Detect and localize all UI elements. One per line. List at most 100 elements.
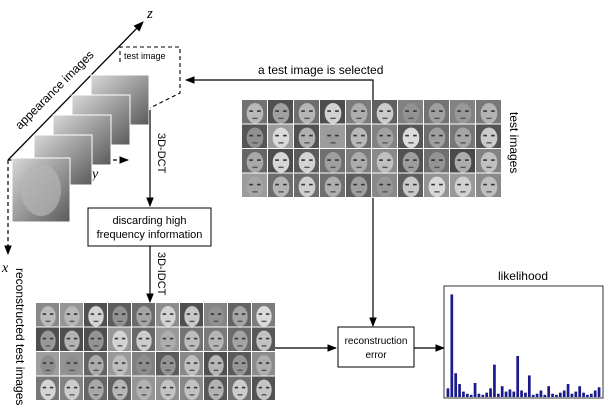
face-thumbnail: [108, 376, 131, 401]
face-thumbnail: [228, 327, 251, 352]
likelihood-bar: [582, 392, 585, 397]
test-image-label: test image: [124, 51, 166, 61]
face-thumbnail: [228, 352, 251, 376]
likelihood-bar: [485, 392, 489, 397]
likelihood-bar: [504, 391, 508, 397]
face-thumbnail: [450, 100, 475, 124]
face-thumbnail: [320, 173, 345, 198]
face-thumbnail: [108, 303, 131, 327]
likelihood-bar: [555, 394, 558, 397]
face-thumbnail: [268, 149, 293, 173]
face-thumbnail: [450, 149, 475, 173]
face-thumbnail: [398, 124, 423, 149]
likelihood-bar: [562, 390, 566, 397]
face-thumbnail: [320, 149, 345, 173]
likelihood-bar: [543, 394, 547, 397]
discard-line-1: discarding high: [113, 215, 187, 227]
face-thumbnail: [268, 124, 293, 149]
face-thumbnail: [84, 327, 107, 352]
face-thumbnail: [204, 303, 227, 327]
face-thumbnail: [252, 327, 275, 352]
face-thumbnail: [60, 303, 83, 327]
face-thumbnail: [204, 327, 227, 352]
likelihood-bar: [547, 386, 551, 397]
face-thumbnail: [60, 352, 83, 376]
appearance-image-stack: [11, 74, 150, 223]
likelihood-bar: [473, 382, 477, 397]
likelihood-bar: [516, 355, 520, 397]
face-thumbnail: [424, 100, 449, 124]
likelihood-bar: [551, 393, 554, 397]
face-shape: [21, 164, 61, 216]
likelihood-bar: [535, 393, 539, 397]
face-thumbnail: [108, 352, 131, 376]
face-thumbnail: [180, 376, 203, 401]
face-thumbnail: [156, 327, 179, 352]
y-axis-label: y: [90, 167, 99, 182]
discard-line-2: frequency information: [97, 229, 203, 241]
likelihood-bar: [524, 392, 527, 397]
likelihood-bar: [454, 373, 458, 397]
likelihood-bars: [446, 294, 601, 397]
likelihood-bar: [446, 388, 450, 397]
recon-line-2: error: [365, 350, 387, 361]
face-thumbnail: [294, 173, 319, 198]
test-images-label: test images: [507, 112, 521, 173]
face-thumbnail: [450, 173, 475, 198]
x-axis-label: x: [1, 261, 9, 276]
likelihood-bar: [570, 393, 574, 397]
likelihood-bar: [489, 388, 492, 397]
face-thumbnail: [476, 100, 501, 124]
face-thumbnail: [294, 149, 319, 173]
face-thumbnail: [132, 352, 155, 376]
z-axis-label: z: [146, 6, 153, 22]
face-thumbnail: [180, 303, 203, 327]
face-thumbnail: [476, 124, 501, 149]
face-thumbnail: [84, 303, 107, 327]
likelihood-bar: [512, 391, 516, 397]
face-thumbnail: [252, 303, 275, 327]
face-thumbnail: [84, 352, 107, 376]
face-thumbnail: [36, 303, 59, 327]
face-thumbnail: [156, 376, 179, 401]
z-axis: [7, 21, 144, 161]
discard-box: [87, 207, 212, 247]
reconstruction-error-box: [337, 326, 415, 368]
selected-label: a test image is selected: [258, 63, 383, 77]
face-thumbnail: [228, 303, 251, 327]
face-thumbnail: [398, 100, 423, 124]
likelihood-bar: [496, 393, 500, 397]
face-thumbnail: [242, 124, 267, 149]
face-thumbnail: [180, 327, 203, 352]
face-thumbnail: [398, 149, 423, 173]
recon-line-1: reconstruction: [345, 336, 408, 347]
likelihood-bar: [593, 390, 597, 397]
face-thumbnail: [294, 100, 319, 124]
likelihood-bar: [508, 389, 512, 397]
test-images-grid: [242, 100, 501, 198]
face-thumbnail: [252, 376, 275, 401]
likelihood-bar: [462, 391, 465, 397]
face-thumbnail: [320, 100, 345, 124]
face-thumbnail: [36, 376, 59, 401]
likelihood-bar: [465, 393, 469, 397]
face-thumbnail: [242, 173, 267, 198]
face-thumbnail: [372, 149, 397, 173]
face-thumbnail: [252, 352, 275, 376]
face-thumbnail: [424, 149, 449, 173]
test-image-dashed-frame: [119, 46, 181, 109]
face-thumbnail: [372, 100, 397, 124]
face-thumbnail: [242, 100, 267, 124]
face-thumbnail: [268, 100, 293, 124]
face-thumbnail: [108, 327, 131, 352]
face-thumbnail: [60, 327, 83, 352]
likelihood-bar: [520, 390, 523, 397]
likelihood-bar: [458, 384, 461, 397]
likelihood-bar: [566, 384, 570, 397]
face-thumbnail: [132, 303, 155, 327]
likelihood-bar: [589, 393, 593, 397]
face-thumbnail: [36, 352, 59, 376]
likelihood-bar: [597, 387, 601, 397]
likelihood-bar: [527, 375, 531, 397]
